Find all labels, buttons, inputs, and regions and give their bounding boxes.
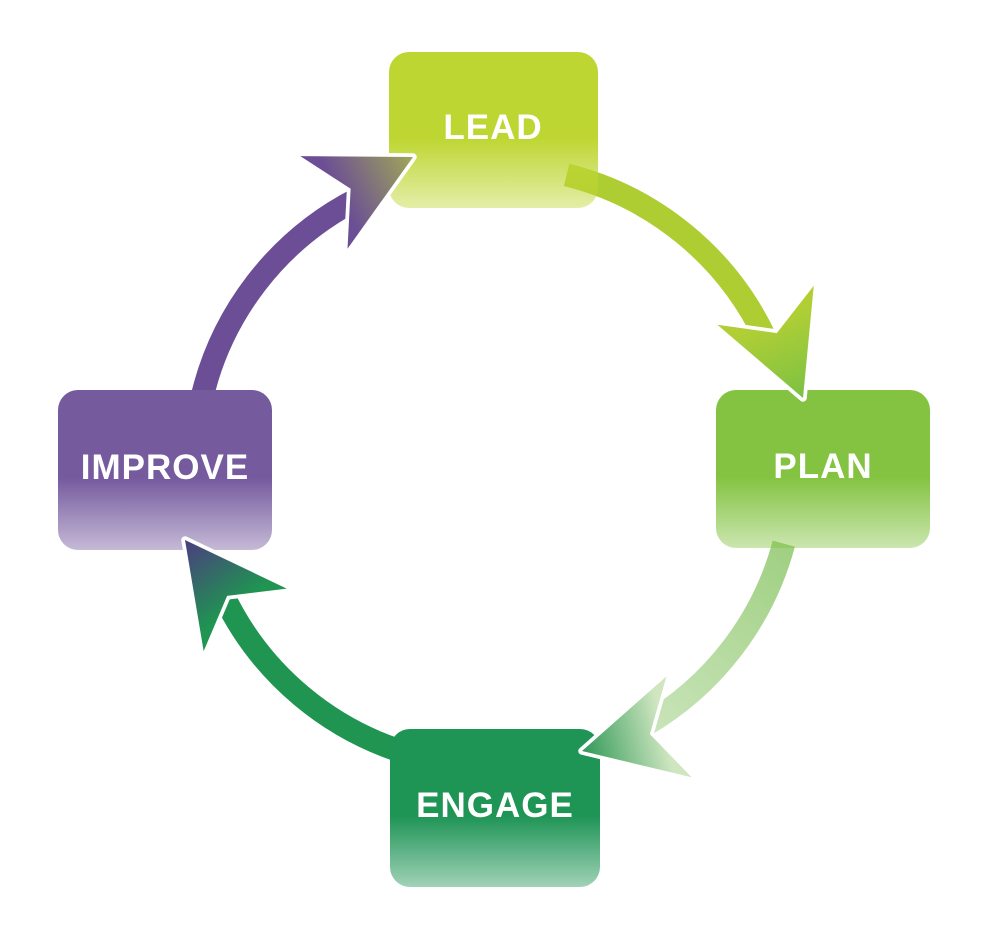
improve-label: IMPROVE [81,448,249,487]
engage-box [390,729,600,887]
arrow-head-engage-to-improve [181,536,291,655]
arrow-lines [189,163,795,766]
lead-label: LEAD [443,108,542,147]
stage-boxes: LEAD PLAN ENGAGE IMPROVE [58,52,930,887]
arrow-heads [181,152,818,782]
arrow-line-improve-to-lead [189,188,364,406]
plan-label: PLAN [773,447,872,486]
arrow-head-plan-to-engage [578,672,696,782]
lead-box [389,52,598,208]
stage-box-plan: PLAN [716,390,930,548]
arrow-line-lead-to-plan [563,163,777,345]
engage-label: ENGAGE [416,786,574,825]
plan-box [716,390,930,548]
stage-box-lead: LEAD [389,52,598,208]
improve-box [58,390,272,550]
arrow-line-plan-to-engage [638,540,795,736]
arrow-head-lead-to-plan [713,282,818,402]
stage-box-engage: ENGAGE [390,729,600,887]
arrow-line-engage-to-improve [214,592,415,766]
arrow-head-improve-to-lead [296,152,417,253]
stage-box-improve: IMPROVE [58,390,272,550]
